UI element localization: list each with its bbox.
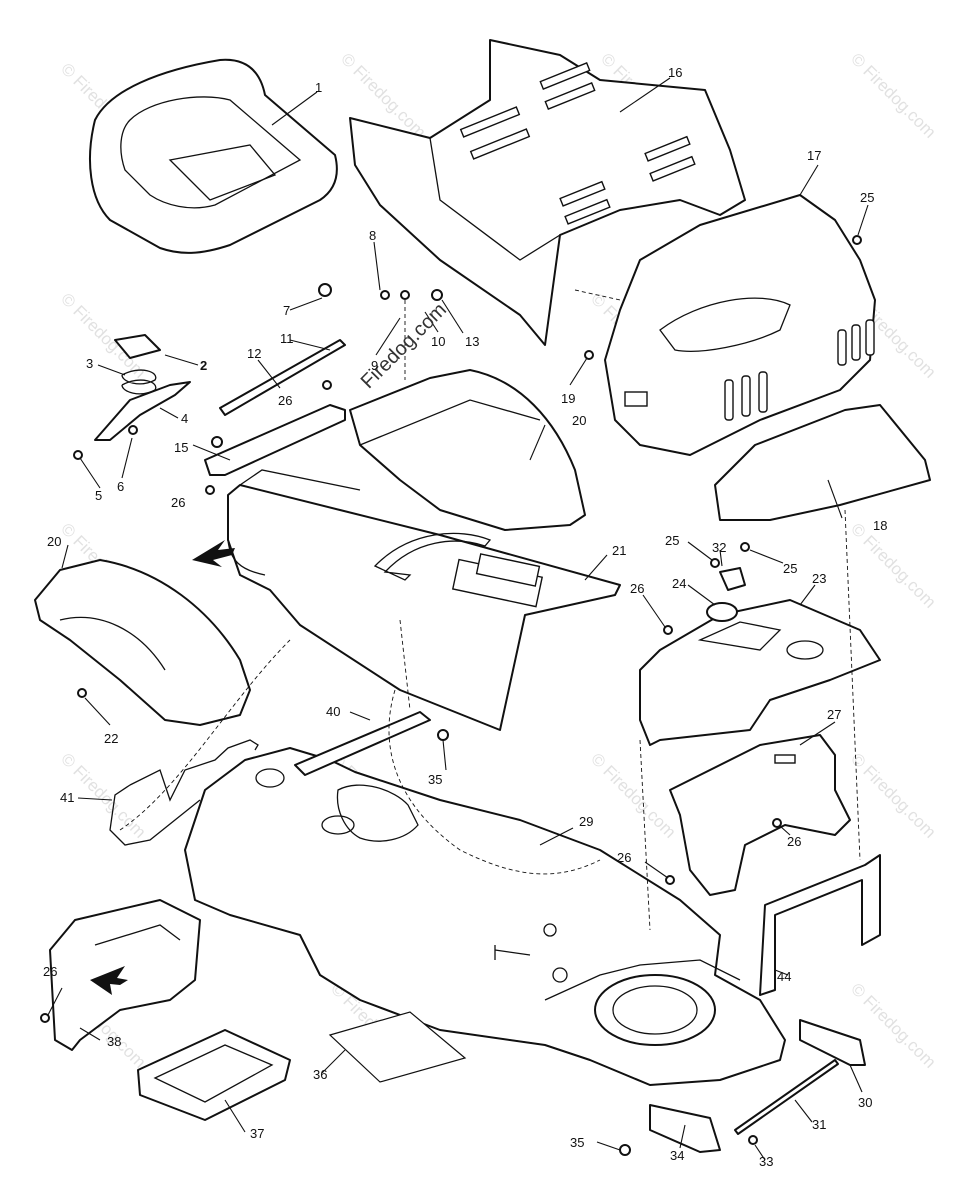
callout-3: 3 — [86, 356, 93, 371]
decal-part — [328, 1011, 467, 1083]
callout-2: 2 — [200, 358, 207, 373]
callout-30: 30 — [858, 1095, 872, 1110]
callout-23: 23 — [812, 571, 826, 586]
fastener-icons — [40, 235, 862, 1156]
callout-9: 9 — [371, 358, 378, 373]
callout-33: 33 — [759, 1154, 773, 1169]
callout-36: 36 — [313, 1067, 327, 1082]
left-fender-part — [34, 559, 251, 726]
callout-21: 21 — [612, 543, 626, 558]
callout-18: 18 — [873, 518, 887, 533]
hood-part — [604, 194, 876, 456]
hinge-bar-part — [204, 339, 431, 776]
callout-27: 27 — [827, 707, 841, 722]
callout-40: 40 — [326, 704, 340, 719]
callout-34: 34 — [670, 1148, 684, 1163]
callout-1: 1 — [315, 80, 322, 95]
callout-5: 5 — [95, 488, 102, 503]
callout-32: 32 — [712, 540, 726, 555]
grille-part — [714, 404, 931, 521]
front-bracket-part — [759, 854, 881, 996]
seat-spring-part — [94, 334, 191, 441]
alignment-lines — [119, 289, 861, 931]
battery-tray-part — [137, 1029, 291, 1121]
wire-harness-part — [109, 739, 259, 846]
callout-25-hood: 25 — [860, 190, 874, 205]
seat-part — [89, 58, 338, 254]
callout-25-left: 25 — [665, 533, 679, 548]
callout-10: 10 — [431, 334, 445, 349]
callout-13: 13 — [465, 334, 479, 349]
support-bracket-part — [669, 734, 851, 896]
callout-41: 41 — [60, 790, 74, 805]
callout-24: 24 — [672, 576, 686, 591]
callout-26-frame: 26 — [617, 850, 631, 865]
dash-cover-part — [639, 599, 881, 746]
callout-38: 38 — [107, 1034, 121, 1049]
callout-35-axle: 35 — [570, 1135, 584, 1150]
callout-26-bracket: 26 — [787, 834, 801, 849]
callout-19: 19 — [561, 391, 575, 406]
callout-22: 22 — [104, 731, 118, 746]
callout-26-cover: 26 — [630, 581, 644, 596]
callout-15: 15 — [174, 440, 188, 455]
callout-25-right: 25 — [783, 561, 797, 576]
callout-35-frame: 35 — [428, 772, 442, 787]
callout-12: 12 — [247, 346, 261, 361]
callout-44: 44 — [777, 969, 791, 984]
callout-26-bar: 26 — [171, 495, 185, 510]
watermark-text: © Firedog.com — [847, 749, 939, 841]
callout-31: 31 — [812, 1117, 826, 1132]
callout-6: 6 — [117, 479, 124, 494]
callout-37: 37 — [250, 1126, 264, 1141]
callout-26-hinge: 26 — [278, 393, 292, 408]
watermark-text: © Firedog.com — [847, 519, 939, 611]
watermark-text: © Firedog.com — [847, 49, 939, 141]
switch-bezel-part — [706, 567, 746, 622]
leader-lines — [47, 77, 869, 1161]
watermark-text: © Firedog.com — [587, 749, 679, 841]
direction-arrow-icon — [90, 540, 235, 995]
callout-8: 8 — [369, 228, 376, 243]
rear-fender-part — [349, 369, 586, 531]
callout-4: 4 — [181, 411, 188, 426]
callout-11: 11 — [280, 331, 294, 346]
callout-labels: 1 2 3 4 5 6 7 8 9 10 11 12 13 15 16 17 1… — [43, 65, 887, 1169]
callout-26-panel: 26 — [43, 964, 57, 979]
callout-16: 16 — [668, 65, 682, 80]
side-panel-part — [49, 899, 201, 1051]
frame-pan-part — [184, 747, 786, 1086]
callout-20-rear: 20 — [572, 413, 586, 428]
dash-panel-part — [227, 469, 621, 731]
callout-7: 7 — [283, 303, 290, 318]
axle-bracket-part — [649, 1019, 866, 1153]
callout-29: 29 — [579, 814, 593, 829]
callout-17: 17 — [807, 148, 821, 163]
seat-pan-part — [349, 39, 746, 346]
callout-20-left: 20 — [47, 534, 61, 549]
